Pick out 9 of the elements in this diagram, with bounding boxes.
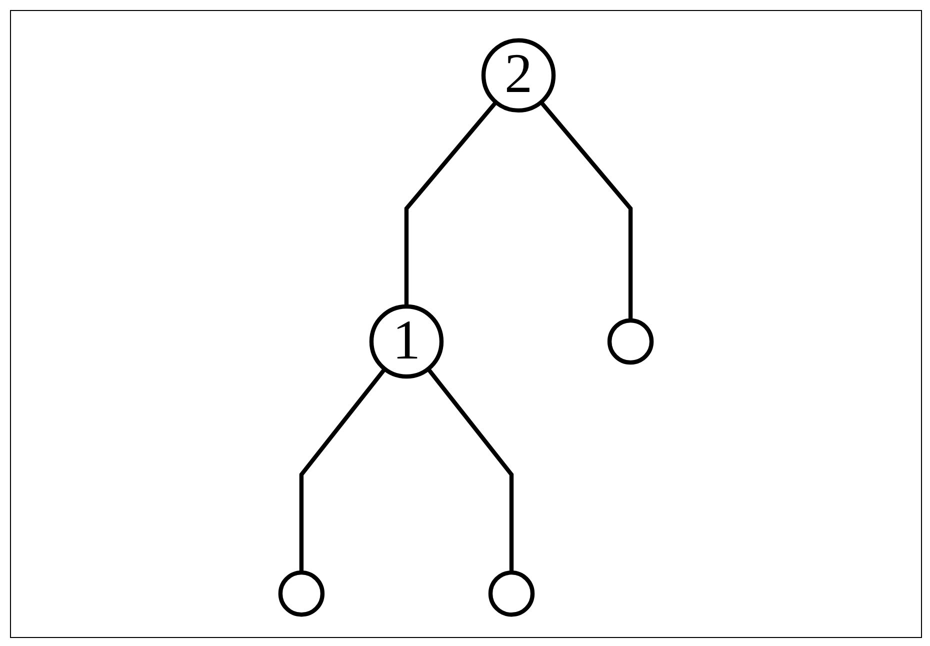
node-circle: 2 <box>481 38 556 113</box>
connector <box>426 368 514 573</box>
node-ellipse <box>607 318 654 365</box>
node-circle: 1 <box>369 304 444 379</box>
node-ellipse <box>278 570 325 617</box>
connector <box>299 368 386 573</box>
connector <box>404 100 498 306</box>
node-ellipse <box>488 570 535 617</box>
connector <box>539 100 633 320</box>
